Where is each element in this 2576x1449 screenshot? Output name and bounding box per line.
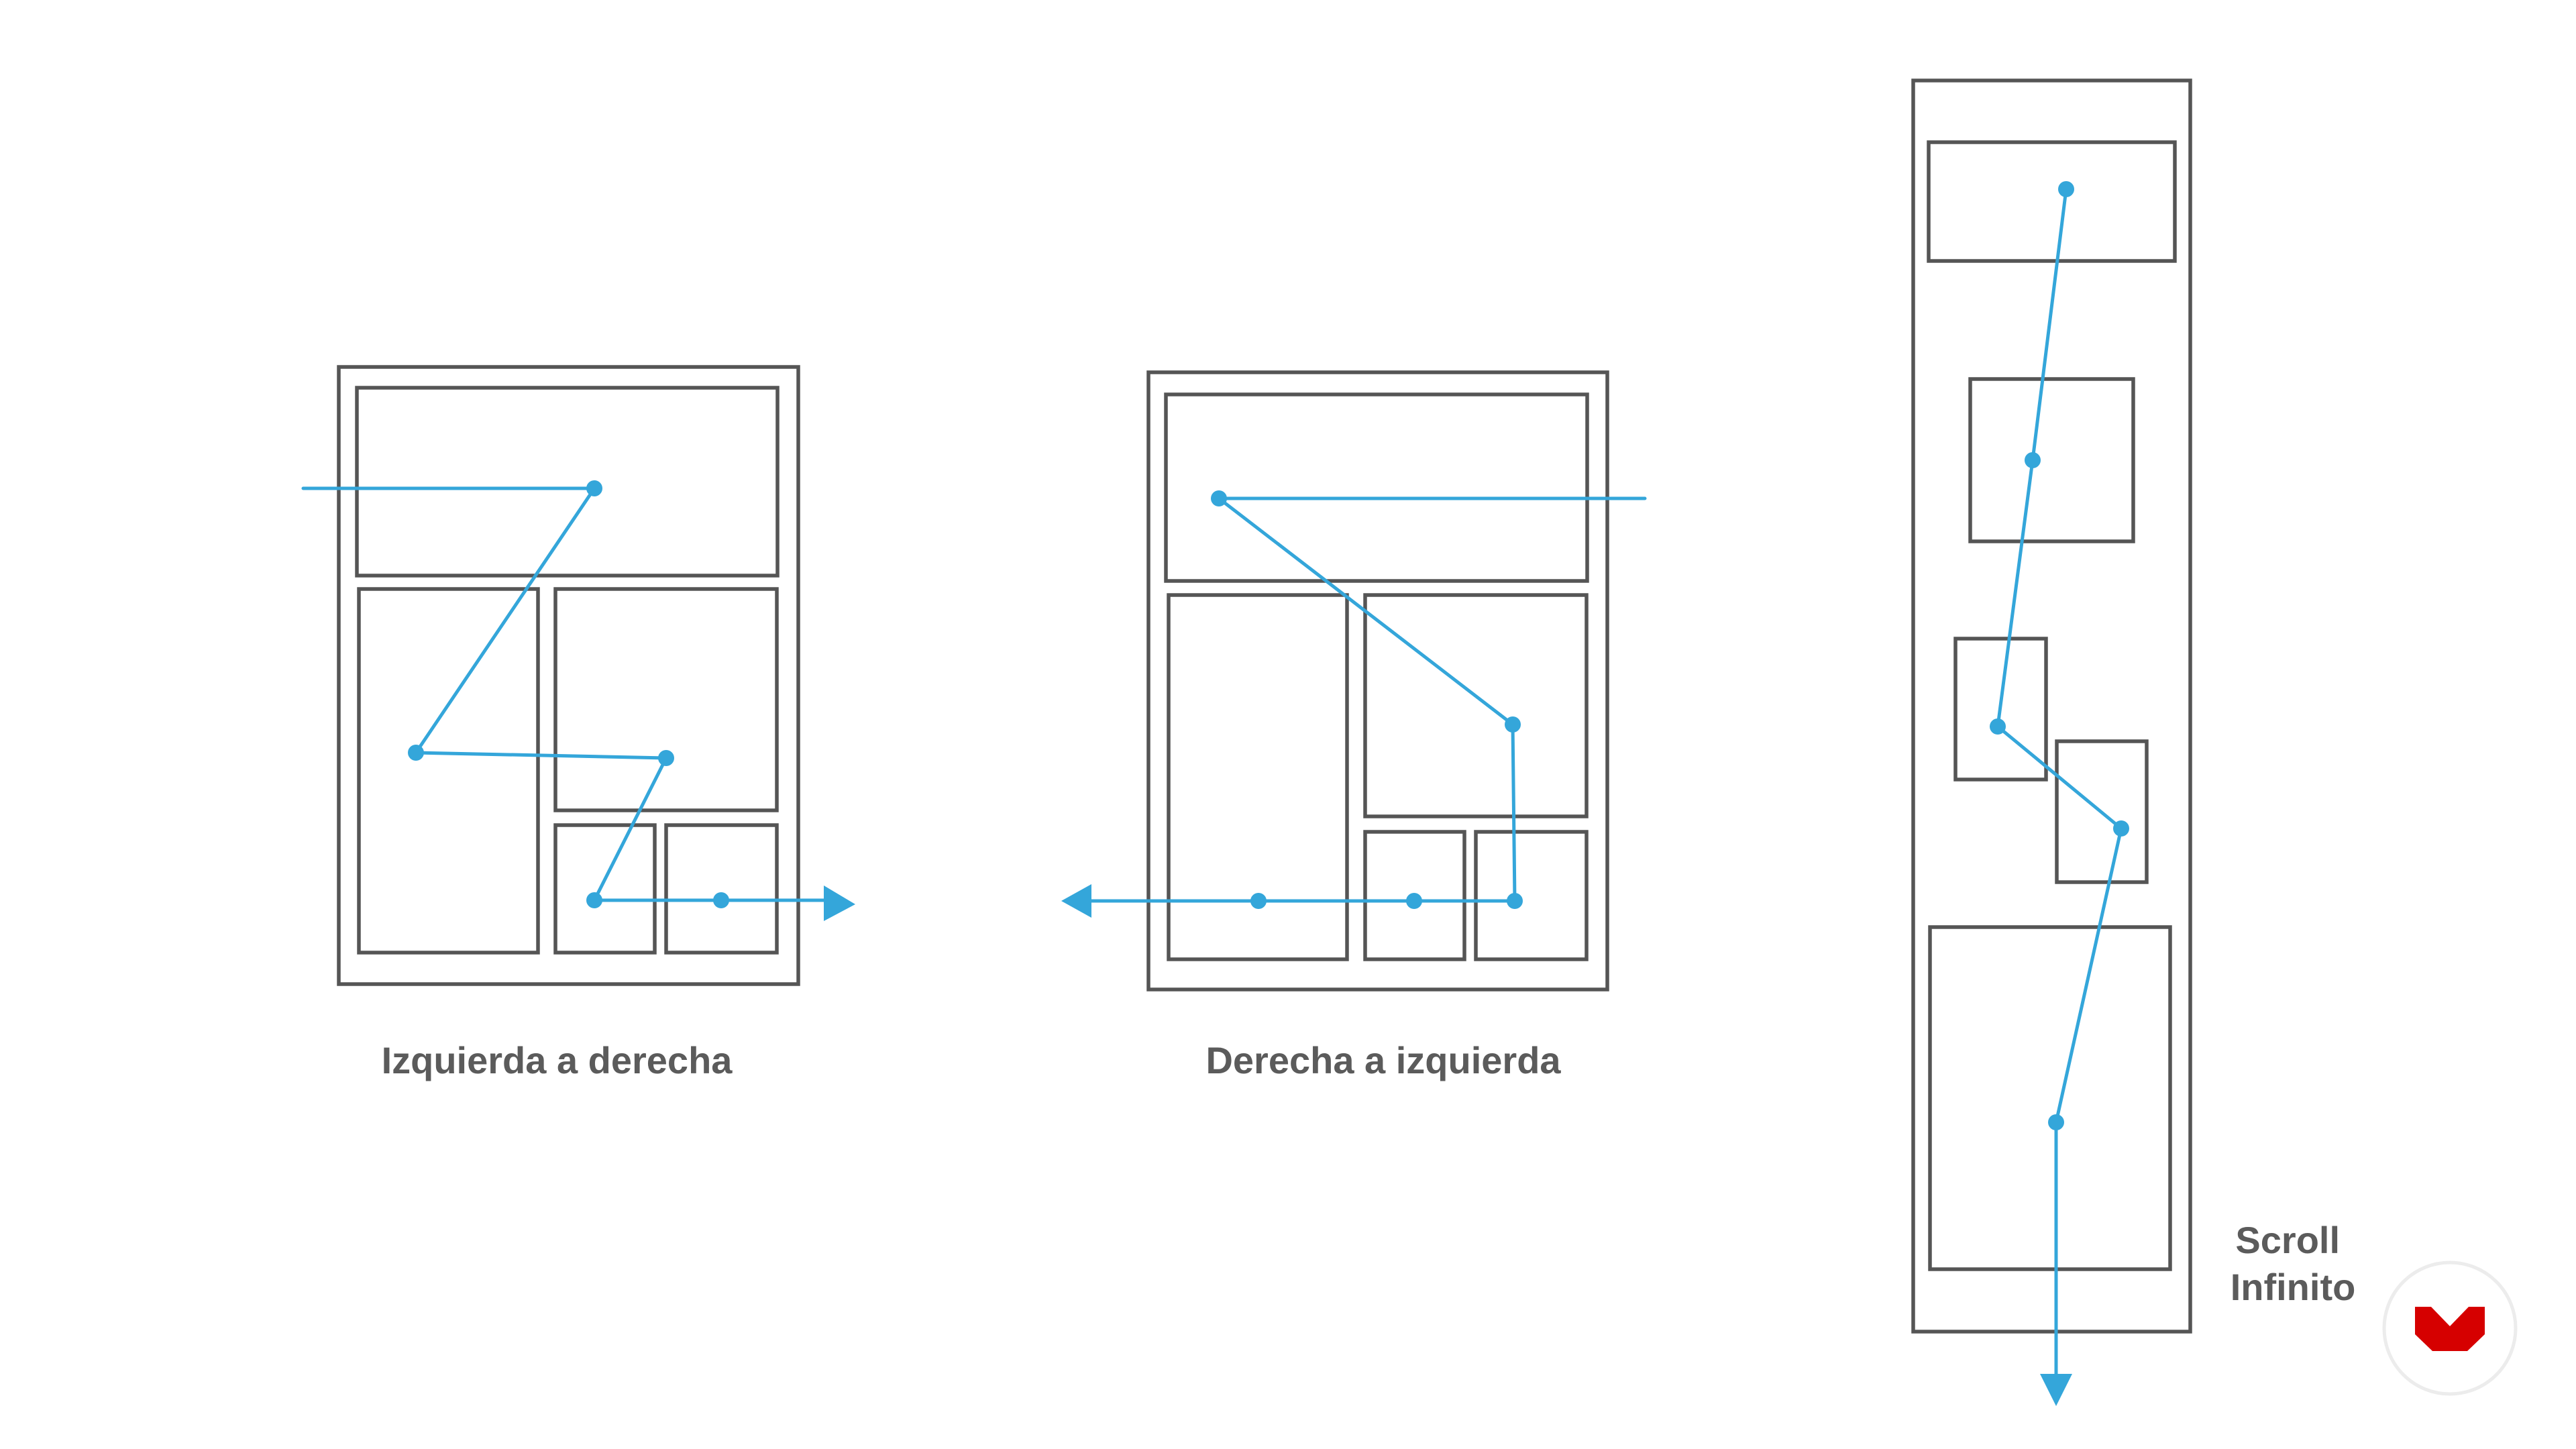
scroll-path-point bbox=[2048, 1114, 2064, 1130]
rtl-right-bottom-left-block bbox=[1363, 830, 1466, 961]
scroll-path-point bbox=[1990, 718, 2006, 735]
ltr-path-point bbox=[713, 892, 729, 908]
scroll-page-frame bbox=[1911, 78, 2192, 1334]
rtl-page-frame bbox=[1146, 370, 1609, 991]
rtl-right-top-block bbox=[1363, 593, 1589, 818]
infinite-scroll-layout: Scroll Infinito bbox=[1911, 78, 2356, 1406]
brand-logo bbox=[2382, 1260, 2518, 1396]
ltr-layout: Izquierda a derecha bbox=[301, 365, 855, 1081]
scroll-path-point bbox=[2113, 820, 2129, 837]
ltr-header-block bbox=[355, 386, 780, 578]
scroll-block-5 bbox=[1928, 925, 2172, 1271]
rtl-path-point bbox=[1505, 716, 1521, 733]
rtl-header-block bbox=[1164, 392, 1589, 583]
scroll-block-3 bbox=[1953, 637, 2048, 782]
scroll-block-4 bbox=[2055, 739, 2149, 884]
scroll-caption-line-1: Scroll bbox=[2235, 1219, 2340, 1261]
rtl-path-point bbox=[1250, 893, 1267, 909]
ltr-caption: Izquierda a derecha bbox=[382, 1039, 733, 1081]
ltr-path-point bbox=[658, 750, 674, 766]
ltr-path-point bbox=[586, 480, 602, 496]
ltr-right-bottom-left-block bbox=[553, 823, 657, 955]
scroll-reading-path bbox=[1996, 187, 2123, 1381]
rtl-reading-path bbox=[1088, 496, 1647, 903]
ltr-right-bottom-right-block bbox=[664, 823, 779, 955]
ltr-path-point bbox=[408, 745, 424, 761]
rtl-path-point bbox=[1211, 490, 1227, 506]
rtl-path-point bbox=[1507, 893, 1523, 909]
ltr-reading-path bbox=[301, 486, 832, 902]
rtl-layout: Derecha a izquierda bbox=[1061, 370, 1647, 1081]
scroll-block-1 bbox=[1927, 140, 2177, 263]
scroll-caption-line-2: Infinito bbox=[2231, 1266, 2356, 1308]
ltr-left-column-block bbox=[357, 587, 540, 955]
ltr-page-frame bbox=[337, 365, 800, 986]
rtl-left-column-block bbox=[1167, 593, 1349, 961]
ltr-path-point bbox=[586, 892, 602, 908]
ltr-path-arrowhead bbox=[824, 885, 855, 921]
scroll-path-point bbox=[2025, 452, 2041, 468]
rtl-path-point bbox=[1406, 893, 1422, 909]
scroll-block-2 bbox=[1968, 377, 2135, 543]
rtl-right-bottom-right-block bbox=[1474, 830, 1589, 961]
scroll-path-arrowhead bbox=[2040, 1374, 2072, 1406]
scroll-path-point bbox=[2058, 181, 2074, 197]
brand-logo-icon bbox=[2415, 1307, 2485, 1351]
scroll-caption: Scroll Infinito bbox=[2231, 1219, 2356, 1308]
ltr-right-top-block bbox=[553, 587, 779, 812]
rtl-path-arrowhead bbox=[1061, 884, 1091, 918]
rtl-caption: Derecha a izquierda bbox=[1205, 1039, 1561, 1081]
